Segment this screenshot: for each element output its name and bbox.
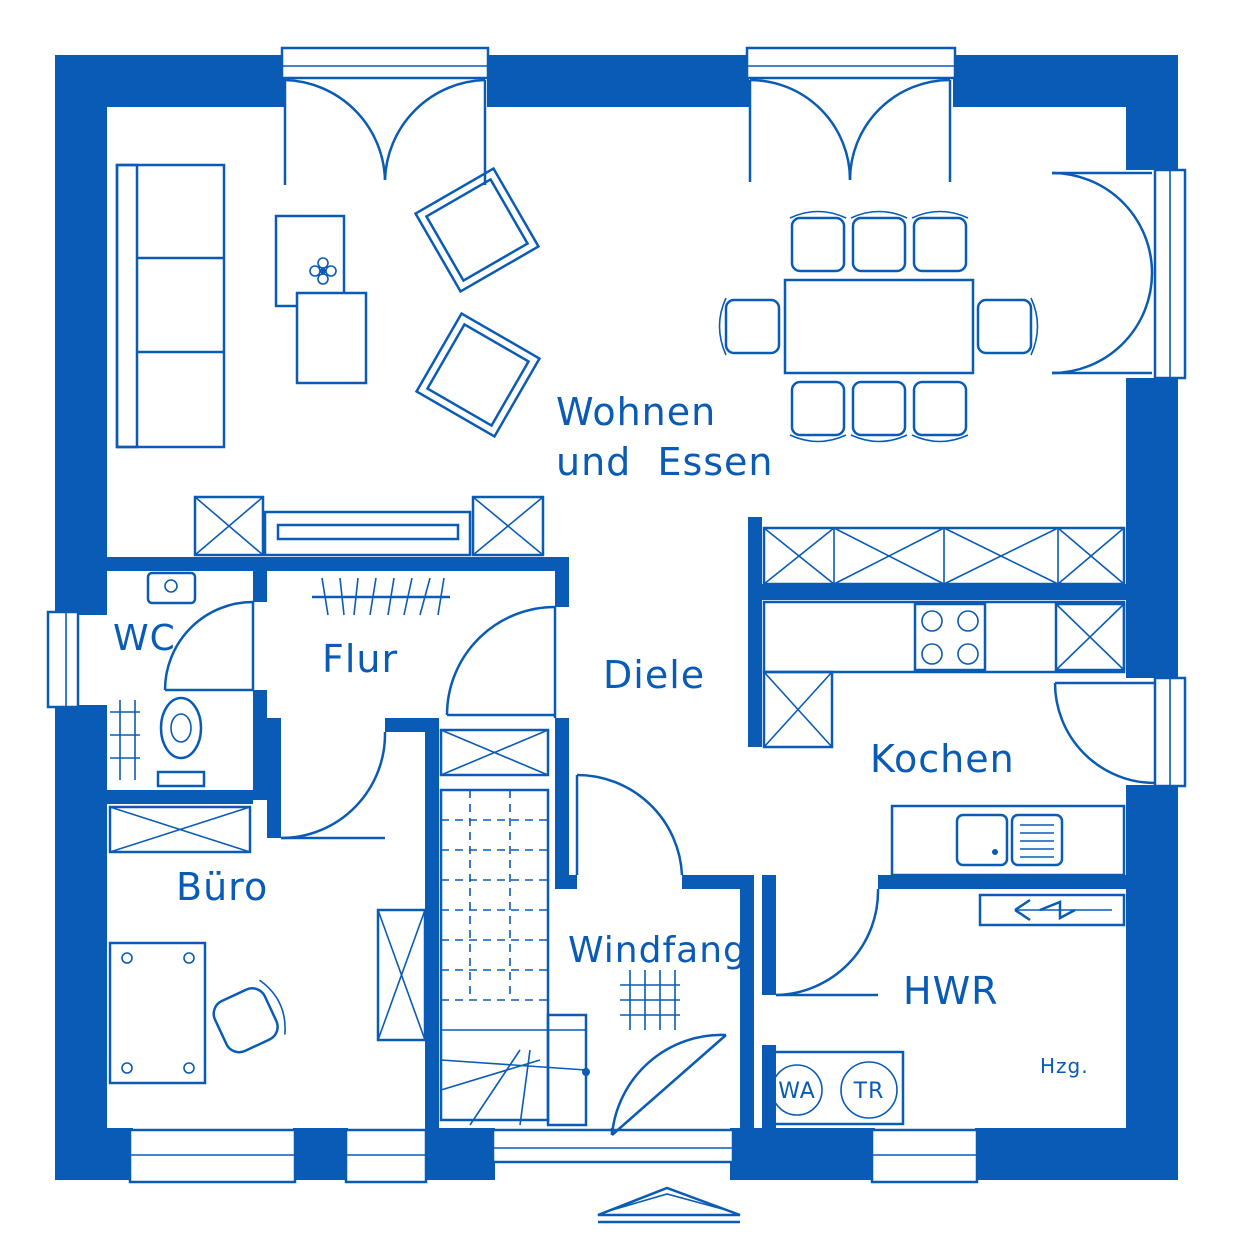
label-hwr: HWR: [903, 969, 999, 1013]
label-buero: Büro: [176, 865, 268, 909]
label-heating: Hzg.: [1040, 1054, 1089, 1078]
wc-fixtures: [110, 571, 206, 788]
kitchen-counter: [762, 600, 1126, 749]
plant-icon: [309, 257, 337, 285]
wall-bottom-d: [730, 1128, 875, 1180]
armchair-upper: [413, 166, 541, 294]
wall-left-lower: [55, 705, 107, 1180]
coat-rack: [312, 577, 450, 616]
label-diele: Diele: [603, 653, 705, 697]
room-labels: Wohnen und Essen WC Flur Diele Kochen Bü…: [113, 390, 1089, 1104]
wall-right-bottom: [1126, 785, 1178, 1180]
interior-walls: [107, 517, 1126, 1130]
window-bottom-buero-1: [128, 1128, 297, 1184]
window-top-left: [280, 46, 490, 80]
outer-walls: [55, 55, 1178, 1180]
interior-doors: [163, 600, 1156, 1136]
wall-bottom-c: [425, 1128, 495, 1180]
hwr-fixtures: [766, 893, 1126, 1126]
wall-bottom-a: [55, 1128, 133, 1180]
windows: [46, 46, 1187, 1184]
kitchen-upper-cabinets: [762, 526, 1126, 586]
coffee-tables: [274, 214, 368, 385]
patio-doors: [283, 78, 1154, 375]
wall-right-middle: [1126, 378, 1178, 678]
wall-bottom-b: [293, 1128, 348, 1180]
label-wc: WC: [113, 618, 176, 659]
wall-left-upper: [55, 55, 107, 615]
window-left: [46, 610, 80, 709]
buero-furniture: [108, 805, 427, 1085]
label-kochen: Kochen: [870, 737, 1015, 781]
window-bottom-hwr: [870, 1128, 979, 1184]
wall-top-middle: [487, 55, 749, 107]
label-und-essen: und Essen: [556, 440, 774, 484]
label-dryer: TR: [853, 1079, 885, 1104]
dining-set: [718, 210, 1039, 443]
kitchen-sink-counter: [890, 804, 1126, 877]
sideboard: [193, 495, 545, 557]
armchair-lower: [414, 311, 542, 439]
wall-right-top: [1126, 55, 1178, 170]
label-windfang: Windfang: [568, 930, 747, 971]
staircase: [439, 728, 590, 1127]
entrance-arrow-icon: [597, 1186, 741, 1224]
label-flur: Flur: [322, 637, 398, 681]
window-top-right: [745, 46, 957, 80]
wall-bottom-e: [975, 1128, 1178, 1180]
label-washer: WA: [778, 1079, 816, 1104]
window-bottom-buero-2: [344, 1128, 428, 1184]
electric-meter-icon: [1014, 898, 1112, 922]
sofa: [115, 163, 226, 449]
label-wohnen: Wohnen: [556, 390, 716, 434]
doormat: [620, 970, 680, 1030]
